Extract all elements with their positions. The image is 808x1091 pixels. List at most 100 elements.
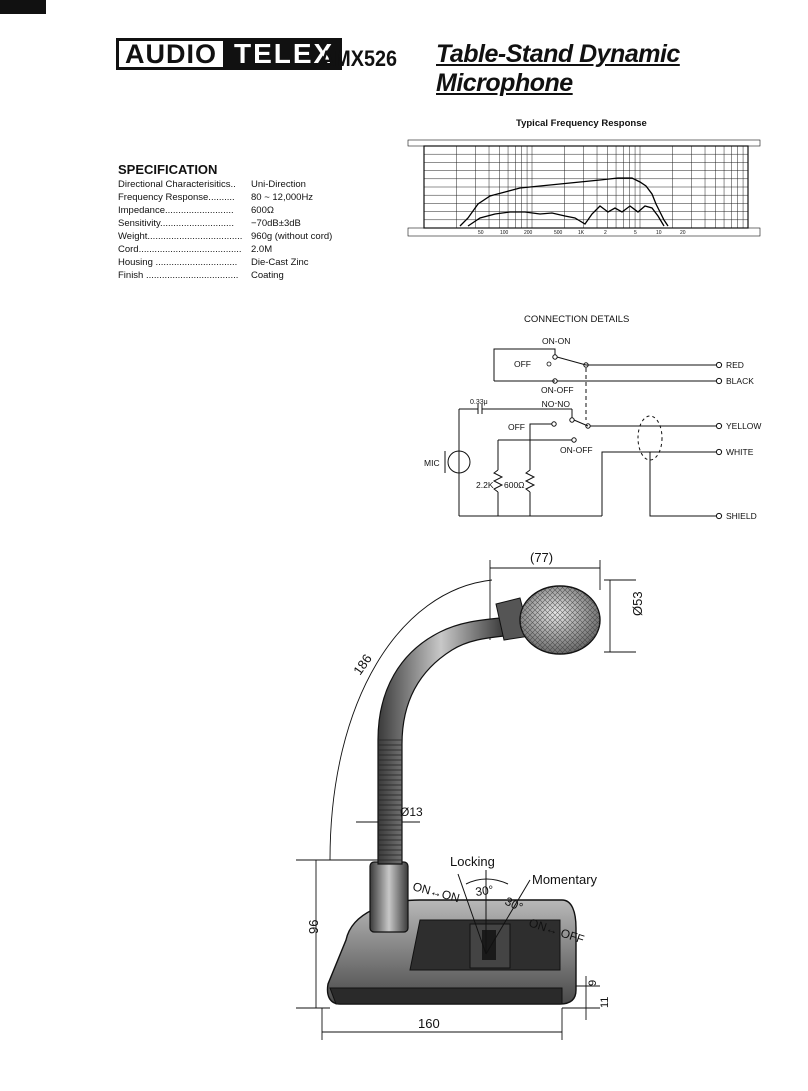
dim-arc-neck-length <box>329 579 493 861</box>
fr-tick-10: 10 <box>656 230 662 236</box>
brand-logo: AUDIO TELEX <box>116 38 343 70</box>
stem-collar <box>369 861 409 933</box>
fr-tick-1k: 1K <box>578 230 585 236</box>
terminal <box>715 377 723 385</box>
spec-value: Coating <box>251 270 284 281</box>
label-shield: SHIELD <box>726 511 757 521</box>
contact <box>552 378 558 384</box>
spec-row: Impedance..........................600Ω <box>118 204 332 217</box>
contact <box>551 421 557 427</box>
gooseneck <box>377 617 505 865</box>
wire <box>493 348 556 381</box>
dim-label-neck-dia: Ø13 <box>400 805 423 819</box>
dim-label-head-dia: Ø53 <box>630 591 645 616</box>
label-on-on: ON↔ON <box>411 879 461 905</box>
dim-label-width: 160 <box>418 1016 440 1031</box>
label-capacitor: 0.33μ <box>470 399 488 406</box>
spec-value: Die-Cast Zinc <box>251 257 309 268</box>
spec-row: Directional Characterisitics.. Uni-Direct… <box>118 178 332 191</box>
contact <box>571 437 577 443</box>
graph-header-strip <box>407 139 761 147</box>
contact <box>552 354 558 360</box>
label-resistor-2k2: 2.2K <box>476 480 494 490</box>
spec-value: 80 ~ 12,000Hz <box>251 192 314 203</box>
response-curve-upper <box>459 177 669 227</box>
dim-label-head-length: (77) <box>530 550 553 565</box>
wire-shield <box>649 452 716 517</box>
switch-lever <box>482 930 496 960</box>
wire-white <box>601 451 716 516</box>
fr-tick-500: 500 <box>554 230 563 236</box>
spec-row: Cord....................................… <box>118 243 332 256</box>
spec-label: Finish .................................… <box>118 270 239 281</box>
terminal <box>715 422 723 430</box>
dim-label-neck-length: 186 <box>350 651 375 677</box>
resistor-2k2 <box>492 469 504 493</box>
brand-telex: TELEX <box>226 38 343 70</box>
label-on-off: ON↔ OFF <box>527 916 586 947</box>
spec-label: Sensitivity............................ <box>118 218 234 229</box>
spec-label: Directional Characterisitics.. <box>118 179 236 190</box>
label-on-off-top: ON-OFF <box>541 385 574 395</box>
label-red: RED <box>726 360 744 370</box>
model-number: AMX526 <box>320 46 398 71</box>
spec-row: Sensitivity............................−… <box>118 217 332 230</box>
dim-label-base-h2: 9 <box>587 980 599 986</box>
label-on-off-mid: ON-OFF <box>560 445 593 455</box>
switch-blade <box>573 419 589 427</box>
response-curve-lower <box>467 205 665 227</box>
spec-label: Housing ............................... <box>118 257 238 268</box>
spec-value: 960g (without cord) <box>251 231 333 242</box>
label-black: BLACK <box>726 376 754 386</box>
mic-symbol <box>447 450 471 474</box>
head-adapter <box>495 597 531 641</box>
label-locking: Locking <box>450 854 495 869</box>
document-title: Table-Stand Dynamic Microphone <box>436 40 680 97</box>
label-on-on-mirror: ON-ON <box>542 399 570 409</box>
graph-footer-strip <box>407 227 761 237</box>
label-yellow: YELLOW <box>726 421 761 431</box>
label-on-on: ON-ON <box>542 336 570 346</box>
frequency-response-title: Typical Frequency Response <box>516 118 647 129</box>
label-angle-left: 30° <box>474 883 494 899</box>
spec-value: Uni-Direction <box>251 179 306 190</box>
spec-value: 2.0M <box>251 244 273 255</box>
fr-tick-5: 5 <box>634 230 637 236</box>
angle-line-left <box>457 873 487 955</box>
shield-ellipse <box>637 415 663 461</box>
label-white: WHITE <box>726 447 754 457</box>
spec-row: Weight..................................… <box>118 230 332 243</box>
base-bottom-rim <box>329 987 563 1005</box>
label-resistor-600: 600Ω <box>504 480 525 490</box>
spec-label: Frequency Response.......... <box>118 192 235 203</box>
spec-row: Finish .................................… <box>118 269 332 282</box>
fr-tick-50: 50 <box>478 230 484 236</box>
spec-label: Weight..................................… <box>118 231 243 242</box>
terminal <box>715 361 723 369</box>
head-mesh <box>520 586 600 654</box>
wire <box>529 423 552 440</box>
spec-label: Cord....................................… <box>118 244 242 255</box>
label-off-mid: OFF <box>508 422 525 432</box>
contact <box>583 362 589 368</box>
angle-arc <box>465 878 509 885</box>
spec-label: Impedance.......................... <box>118 205 234 216</box>
label-mic: MIC <box>424 458 440 468</box>
label-off-top: OFF <box>514 359 531 369</box>
contact <box>569 417 575 423</box>
dim-label-base-h: 11 <box>599 997 611 1008</box>
spec-row: Housing ............................... D… <box>118 256 332 269</box>
graph-frame <box>423 145 749 229</box>
contact <box>585 423 591 429</box>
terminal <box>715 448 723 456</box>
fr-tick-200: 200 <box>524 230 533 236</box>
base-top-panel <box>409 919 561 971</box>
fr-tick-2: 2 <box>604 230 607 236</box>
terminal <box>715 512 723 520</box>
microphone-head <box>519 585 601 655</box>
contact-off-top <box>546 361 552 367</box>
microphone-base <box>326 899 577 1005</box>
angle-line-right <box>485 879 531 955</box>
fr-tick-100: 100 <box>500 230 509 236</box>
connection-details-title: CONNECTION DETAILS <box>524 314 630 325</box>
